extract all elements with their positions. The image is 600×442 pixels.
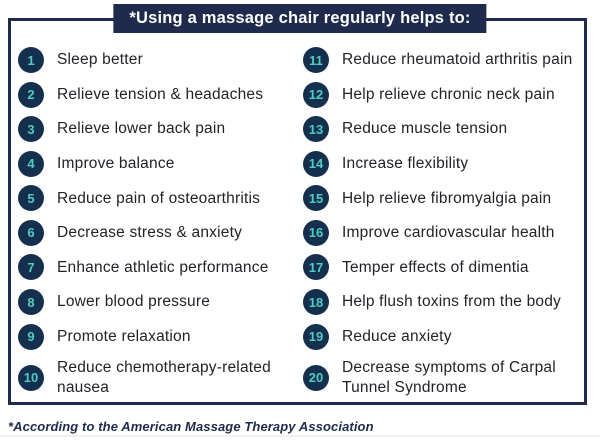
number-badge: 3: [18, 116, 44, 143]
number-badge: 5: [18, 185, 44, 212]
list-item: 1 Sleep better: [18, 47, 303, 73]
list-item: 5 Reduce pain of osteoarthritis: [18, 185, 303, 212]
benefit-text: Relieve lower back pain: [57, 120, 226, 138]
number-badge: 2: [18, 81, 44, 108]
benefit-text: Enhance athletic performance: [57, 258, 269, 276]
benefit-text: Reduce chemotherapy-related nausea: [57, 359, 271, 396]
benefit-text: Help relieve fibromyalgia pain: [342, 189, 552, 207]
benefit-text: Help relieve chronic neck pain: [342, 85, 555, 103]
number-badge: 12: [303, 81, 329, 108]
number-badge: 8: [18, 289, 44, 316]
number-badge: 18: [303, 289, 329, 316]
benefit-text: Increase flexibility: [342, 155, 469, 173]
list-item: 9 Promote relaxation: [18, 323, 303, 350]
list-item: 16 Improve cardiovascular health: [303, 219, 588, 246]
number-badge: 13: [303, 116, 329, 143]
benefit-text: Lower blood pressure: [57, 293, 211, 311]
list-item: 12 Help relieve chronic neck pain: [303, 81, 588, 108]
benefit-text: Reduce muscle tension: [342, 120, 508, 138]
benefit-text: Reduce pain of osteoarthritis: [57, 189, 261, 207]
list-item: 11 Reduce rheumatoid arthritis pain: [303, 47, 588, 73]
list-item: 20 Decrease symptoms of Carpal Tunnel Sy…: [303, 358, 588, 397]
list-item: 15 Help relieve fibromyalgia pain: [303, 185, 588, 212]
list-item: 10 Reduce chemotherapy-related nausea: [18, 358, 303, 397]
list-item: 13 Reduce muscle tension: [303, 116, 588, 143]
list-item: 3 Relieve lower back pain: [18, 116, 303, 143]
benefits-column-left: 1 Sleep better 2 Relieve tension & heada…: [18, 47, 303, 397]
benefit-text: Temper effects of dimentia: [342, 258, 529, 276]
number-badge: 7: [18, 254, 44, 281]
benefit-text: Reduce rheumatoid arthritis pain: [342, 51, 573, 69]
benefit-text: Sleep better: [57, 51, 143, 69]
number-badge: 17: [303, 254, 329, 281]
list-item: 7 Enhance athletic performance: [18, 254, 303, 281]
list-item: 6 Decrease stress & anxiety: [18, 219, 303, 246]
number-badge: 4: [18, 150, 44, 177]
benefit-text: Reduce anxiety: [342, 327, 452, 345]
benefit-text: Decrease stress & anxiety: [57, 224, 243, 242]
list-item: 18 Help flush toxins from the body: [303, 289, 588, 316]
number-badge: 14: [303, 150, 329, 177]
number-badge: 11: [303, 47, 329, 73]
number-badge: 15: [303, 185, 329, 212]
list-item: 2 Relieve tension & headaches: [18, 81, 303, 108]
number-badge: 6: [18, 219, 44, 246]
number-badge: 10: [18, 364, 44, 391]
number-badge: 16: [303, 219, 329, 246]
benefit-text: Help flush toxins from the body: [342, 293, 561, 311]
benefit-text: Promote relaxation: [57, 327, 191, 345]
number-badge: 9: [18, 323, 44, 350]
number-badge: 19: [303, 323, 329, 350]
bottom-divider: [0, 435, 600, 437]
number-badge: 20: [303, 364, 329, 391]
list-item: 8 Lower blood pressure: [18, 289, 303, 316]
benefits-box-border: [8, 18, 587, 405]
source-footnote: *According to the American Massage Thera…: [8, 419, 374, 434]
benefit-text: Improve balance: [57, 155, 175, 173]
list-item: 14 Increase flexibility: [303, 150, 588, 177]
list-item: 17 Temper effects of dimentia: [303, 254, 588, 281]
page-title: *Using a massage chair regularly helps t…: [113, 4, 487, 33]
benefits-column-right: 11 Reduce rheumatoid arthritis pain 12 H…: [303, 47, 588, 397]
benefits-list: 1 Sleep better 2 Relieve tension & heada…: [18, 47, 588, 397]
list-item: 19 Reduce anxiety: [303, 323, 588, 350]
benefit-text: Decrease symptoms of Carpal Tunnel Syndr…: [342, 359, 556, 396]
benefit-text: Improve cardiovascular health: [342, 224, 555, 242]
list-item: 4 Improve balance: [18, 150, 303, 177]
benefit-text: Relieve tension & headaches: [57, 85, 264, 103]
number-badge: 1: [18, 47, 44, 73]
